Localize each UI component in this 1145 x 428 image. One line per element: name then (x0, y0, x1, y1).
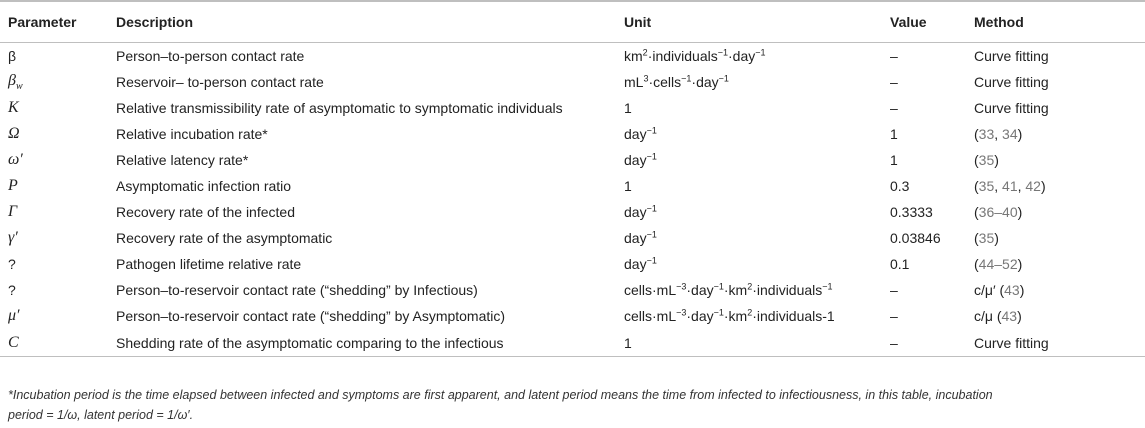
cell-parameter: Γ (0, 199, 116, 225)
table-row: P Asymptomatic infection ratio 1 0.3 (35, 41… (0, 173, 1145, 199)
cell-description: Person–to-reservoir contact rate (“shedd… (116, 308, 506, 324)
cell-parameter: μ′ (0, 303, 116, 329)
cell-value: 0.3333 (890, 204, 933, 220)
cell-parameter: ? (0, 251, 116, 277)
table-row: μ′ Person–to-reservoir contact rate (“she… (0, 303, 1145, 329)
cell-method: (36–40) (974, 204, 1023, 220)
cell-description: Recovery rate of the asymptomatic (116, 230, 333, 246)
cell-unit: km2·individuals−1·day−1 (624, 47, 766, 64)
cell-unit: 1 (624, 100, 632, 116)
header-row: Parameter Description Unit Value Method (0, 0, 1145, 43)
cell-value: – (890, 100, 898, 116)
cell-parameter: P (0, 173, 116, 199)
cell-value: – (890, 282, 898, 298)
header-unit: Unit (624, 0, 890, 43)
cell-parameter: Ω (0, 121, 116, 147)
cell-description: Shedding rate of the asymptomatic compar… (116, 329, 624, 357)
parameter-symbol: ? (8, 282, 16, 298)
cell-unit: day−1 (624, 203, 657, 220)
table-row: Ω Relative incubation rate* day−1 1 (33, 34) (0, 121, 1145, 147)
cell-description: Relative latency rate* (116, 152, 249, 168)
parameter-symbol: ω′ (8, 151, 23, 168)
cell-unit: day−1 (624, 255, 657, 272)
cell-unit: mL3·cells−1·day−1 (624, 73, 729, 90)
table-body: β Person–to-person contact rate km2·indivi… (0, 43, 1145, 357)
cell-unit: 1 (624, 178, 632, 194)
cell-description: Reservoir– to-person contact rate (116, 74, 324, 90)
cell-value: – (890, 74, 898, 90)
cell-description: Pathogen lifetime relative rate (116, 256, 302, 272)
footnote-line-1: *Incubation period is the time elapsed b… (8, 388, 993, 402)
cell-method: (35) (974, 230, 999, 246)
table-footnote: *Incubation period is the time elapsed b… (8, 385, 1138, 425)
cell-description: Person–to-reservoir contact rate (“shedd… (116, 282, 478, 298)
cell-description: Recovery rate of the infected (116, 204, 295, 220)
cell-value: 1 (890, 152, 898, 168)
cell-method: Curve fitting (974, 48, 1049, 64)
cell-parameter: ω′ (0, 147, 116, 173)
cell-unit: day−1 (624, 125, 657, 142)
cell-parameter: K (0, 95, 116, 121)
cell-method: c/μ (43) (974, 308, 1022, 324)
cell-parameter: ? (0, 277, 116, 303)
cell-method: (33, 34) (974, 126, 1023, 142)
parameter-symbol: βw (8, 71, 23, 93)
header-parameter: Parameter (0, 0, 116, 43)
cell-value: – (890, 48, 898, 64)
parameter-symbol: C (8, 333, 19, 351)
parameter-table: Parameter Description Unit Value Method … (0, 0, 1145, 357)
cell-value: – (890, 308, 898, 324)
cell-value: 0.03846 (890, 230, 941, 246)
cell-unit: day−1 (624, 151, 657, 168)
table-row: γ′ Recovery rate of the asymptomatic day−1… (0, 225, 1145, 251)
cell-unit: day−1 (624, 229, 657, 246)
header-method: Method (974, 0, 1145, 43)
cell-parameter: C (0, 329, 116, 357)
footnote-line-2: period = 1/ω, latent period = 1/ω′. (8, 408, 194, 422)
table-row: Γ Recovery rate of the infected day−1 0.333… (0, 199, 1145, 225)
cell-method: (35, 41, 42) (974, 178, 1046, 194)
cell-description: Asymptomatic infection ratio (116, 178, 292, 194)
cell-description: Relative transmissibility rate of asympt… (116, 100, 563, 116)
table-row: β Person–to-person contact rate km2·indivi… (0, 43, 1145, 70)
table-row: ? Person–to-reservoir contact rate (“shed… (0, 277, 1145, 303)
table-row: βw Reservoir– to-person contact rate mL3·c… (0, 69, 1145, 95)
parameter-symbol: P (8, 177, 18, 194)
table-row: ω′ Relative latency rate* day−1 1 (35) (0, 147, 1145, 173)
header-value: Value (890, 0, 974, 43)
cell-value: 0.1 (890, 256, 910, 272)
header-description: Description (116, 0, 624, 43)
cell-method: (44–52) (974, 256, 1023, 272)
cell-method: c/μ′ (43) (974, 282, 1025, 298)
cell-description: Person–to-person contact rate (116, 48, 305, 64)
cell-method: Curve fitting (974, 74, 1049, 90)
cell-value: 1 (890, 126, 898, 142)
table-row: ? Pathogen lifetime relative rate day−1 0.1… (0, 251, 1145, 277)
cell-method: Curve fitting (974, 100, 1049, 116)
cell-value: – (890, 329, 974, 357)
cell-method: (35) (974, 152, 999, 168)
cell-description: Relative incubation rate* (116, 126, 268, 142)
cell-value: 0.3 (890, 178, 910, 194)
table-row: K Relative transmissibility rate of asymp… (0, 95, 1145, 121)
table-row: C Shedding rate of the asymptomatic compa… (0, 329, 1145, 357)
cell-parameter: βw (0, 69, 116, 95)
cell-unit: cells·mL−3·day−1·km2·individuals-1 (624, 307, 835, 324)
parameter-symbol: β (8, 48, 17, 64)
cell-method: Curve fitting (974, 329, 1145, 357)
parameter-symbol: Γ (8, 203, 18, 220)
parameter-symbol: K (8, 99, 19, 116)
parameter-symbol: γ′ (8, 229, 18, 246)
cell-unit: 1 (624, 329, 890, 357)
parameter-symbol: μ′ (8, 307, 20, 324)
cell-parameter: γ′ (0, 225, 116, 251)
cell-unit: cells·mL−3·day−1·km2·individuals−1 (624, 281, 833, 298)
parameter-symbol: ? (8, 256, 16, 272)
parameter-symbol: Ω (8, 125, 20, 142)
cell-parameter: β (0, 43, 116, 70)
